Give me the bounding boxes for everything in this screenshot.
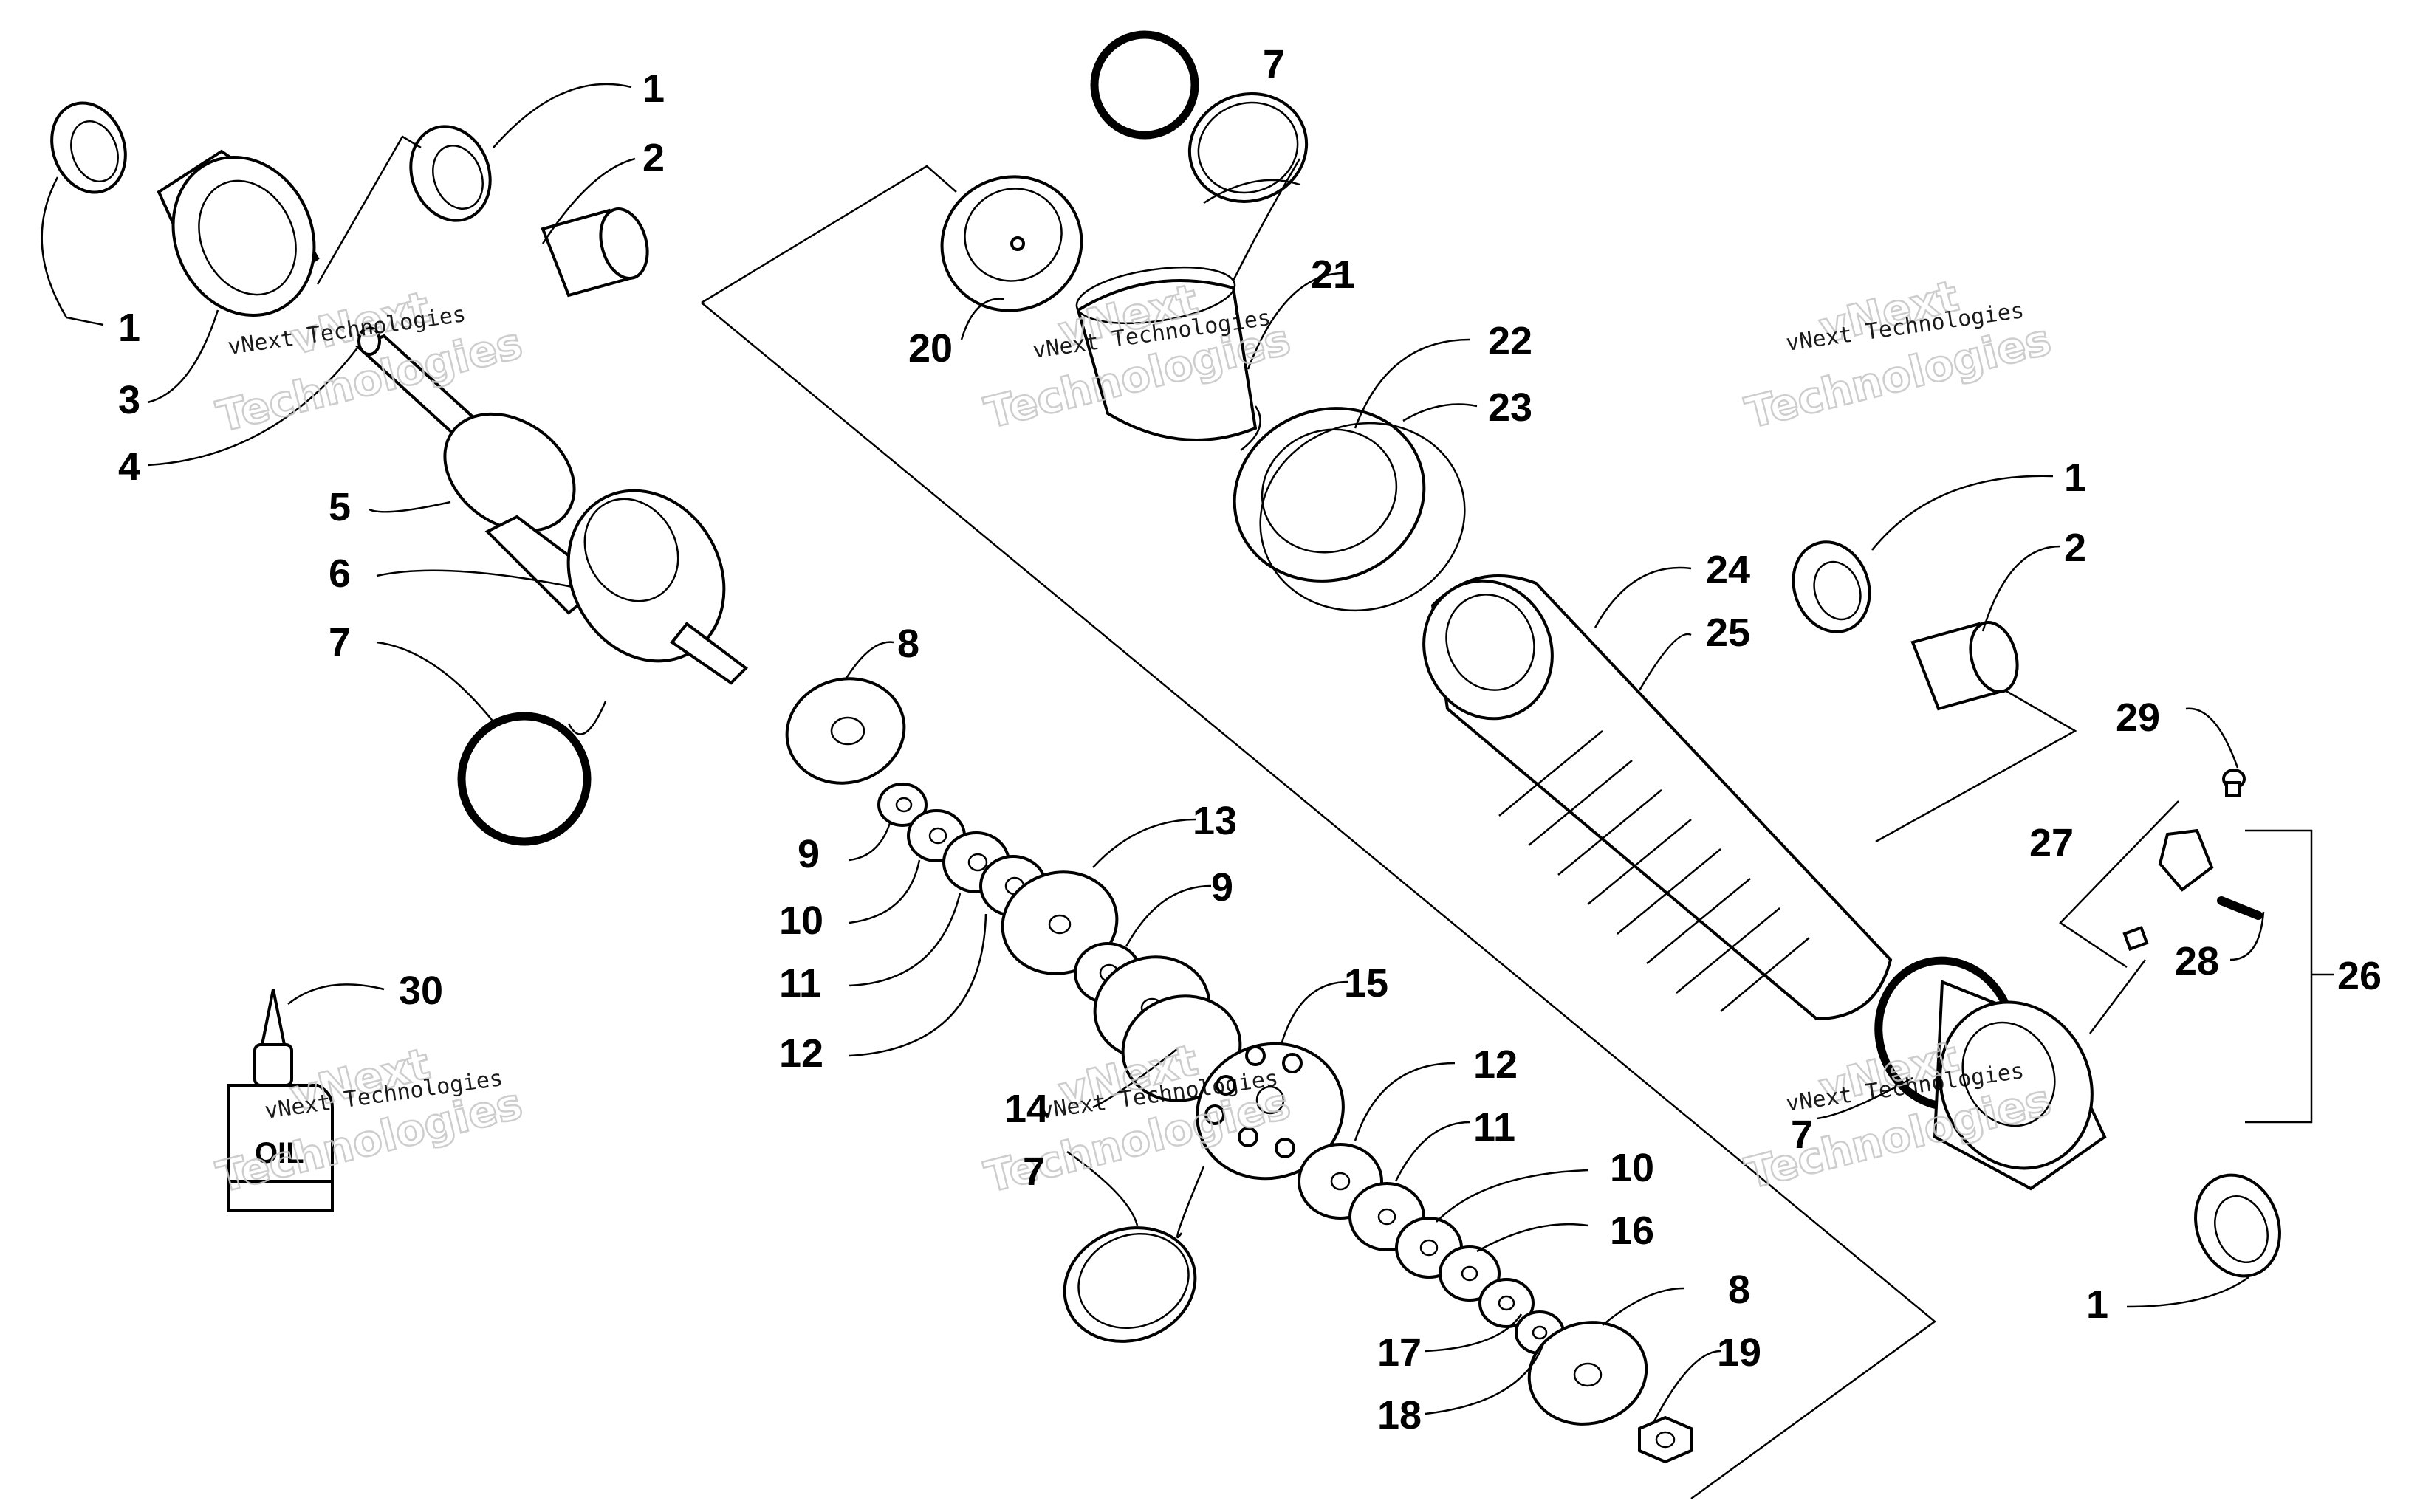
part-24-shock-body (1422, 574, 1893, 1021)
callout-11: 11 (779, 961, 821, 1006)
part-8-washer-top (785, 677, 906, 785)
part-20-reservoir-cap (940, 175, 1083, 312)
callout-6: 6 (329, 551, 351, 596)
part-3-eyelet-sleeve (157, 149, 320, 317)
callout-17: 17 (1377, 1330, 1422, 1375)
part-1-bushing-bottom-right (2194, 1173, 2281, 1278)
callout-10: 10 (779, 898, 823, 943)
part-7-wear-band-top (1187, 92, 1309, 203)
callout-20: 20 (908, 326, 953, 371)
part-30-oil-bottle: OIL (227, 989, 334, 1212)
leader-lines (41, 83, 2265, 1422)
callout-22: 22 (1488, 319, 1532, 363)
assembly-frame-line (701, 165, 957, 304)
callout-18: 18 (1377, 1393, 1422, 1437)
part-8-washer-bottom (1527, 1321, 1648, 1426)
callout-12: 12 (1473, 1042, 1518, 1087)
part-1-bushing-top-left (50, 101, 127, 194)
callout-14: 14 (1004, 1087, 1049, 1131)
callout-labels: 1 2 1 3 4 5 6 7 8 9 10 11 12 13 9 14 15 … (118, 42, 2382, 1437)
part-6-seal-head (566, 489, 749, 685)
callout-8: 8 (1728, 1268, 1750, 1312)
part-7-o-ring-left (457, 712, 592, 846)
callout-1: 1 (2086, 1282, 2108, 1327)
part-19-nut (1638, 1415, 1693, 1464)
lower-eyelet-body (1933, 980, 2107, 1191)
callout-8: 8 (897, 622, 919, 666)
part-7-o-ring-top (1090, 30, 1199, 140)
callout-4: 4 (118, 444, 140, 489)
callout-1: 1 (2064, 456, 2086, 500)
callout-7: 7 (1023, 1150, 1045, 1194)
callout-1: 1 (642, 66, 665, 111)
callout-10: 10 (1610, 1146, 1654, 1190)
callout-23: 23 (1488, 385, 1532, 430)
callout-5: 5 (329, 485, 351, 529)
callout-24: 24 (1706, 548, 1750, 592)
callout-3: 3 (118, 378, 140, 422)
callout-7: 7 (1263, 42, 1285, 86)
callout-27: 27 (2029, 821, 2074, 865)
callout-28: 28 (2175, 939, 2219, 983)
callout-2: 2 (642, 136, 665, 180)
callout-1: 1 (118, 306, 140, 350)
callout-21: 21 (1311, 252, 1355, 297)
part-1-bushing-right (1792, 540, 1871, 633)
callout-15: 15 (1344, 961, 1388, 1006)
part-2-spacer-top (541, 207, 649, 298)
callout-30: 30 (399, 969, 443, 1013)
part-15-piston (1196, 1042, 1345, 1181)
shim-stack-lower (1298, 1143, 1565, 1355)
part-1-bushing-top (409, 125, 492, 222)
oil-bottle-label: OIL (255, 1137, 304, 1169)
callout-7: 7 (1791, 1113, 1813, 1157)
part-23-lock-ring (1259, 422, 1466, 612)
callout-9: 9 (798, 832, 820, 876)
callout-25: 25 (1706, 611, 1750, 655)
callout-9: 9 (1211, 865, 1233, 910)
callout-12: 12 (779, 1031, 823, 1076)
callout-7: 7 (329, 620, 351, 664)
part-29-valve-cap (2222, 769, 2246, 797)
callout-29: 29 (2116, 695, 2160, 740)
part-7-piston-band (1063, 1226, 1197, 1343)
part-27-valve-body (2122, 828, 2214, 952)
part-22-spring-adjuster (1233, 407, 1426, 583)
callout-26: 26 (2337, 954, 2382, 998)
callout-16: 16 (1610, 1209, 1654, 1253)
callout-19: 19 (1717, 1330, 1761, 1375)
part-25-threaded-section (1498, 730, 1810, 1012)
part-28-valve-o-ring (2217, 896, 2263, 920)
callout-13: 13 (1193, 799, 1237, 843)
callout-11: 11 (1473, 1105, 1515, 1150)
part-27-bracket (2059, 800, 2179, 969)
part-21-sleeve (1075, 266, 1258, 441)
part-2-spacer-right (1910, 620, 2019, 711)
part-26-bracket (2245, 829, 2313, 1124)
callout-2: 2 (2064, 526, 2086, 570)
